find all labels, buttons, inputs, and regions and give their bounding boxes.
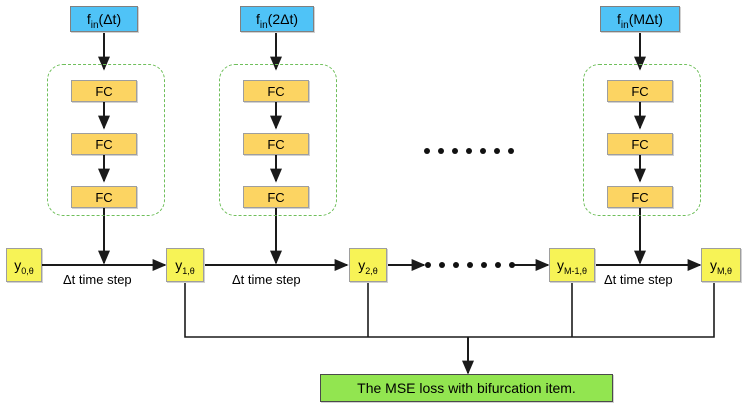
state-box-2[interactable]: y2,θ — [349, 248, 387, 282]
state-label-M: yM,θ — [709, 257, 732, 276]
ellipsis-dot — [438, 148, 444, 154]
fc-group-1 — [47, 64, 165, 216]
ellipsis-dot — [452, 148, 458, 154]
ellipsis-state-row — [425, 262, 515, 268]
fc-label: FC — [631, 83, 649, 99]
mse-loss-label: The MSE loss with bifurcation item. — [357, 380, 576, 396]
fc-box-1-2[interactable]: FC — [71, 133, 137, 155]
input-box-1[interactable]: fin(Δt) — [70, 6, 138, 32]
ellipsis-dot — [494, 148, 500, 154]
state-box-M-1[interactable]: yM-1,θ — [549, 248, 595, 282]
fc-label: FC — [95, 83, 113, 99]
mse-loss-box[interactable]: The MSE loss with bifurcation item. — [320, 374, 613, 402]
ellipsis-dot — [466, 148, 472, 154]
ellipsis-dot — [480, 148, 486, 154]
input-box-M[interactable]: fin(MΔt) — [600, 6, 680, 32]
input-to-group-arrows — [98, 33, 646, 71]
ellipsis-dot — [424, 148, 430, 154]
input-label-M: fin(MΔt) — [617, 11, 663, 31]
state-box-0[interactable]: y0,θ — [6, 248, 42, 282]
input-label-1: fin(Δt) — [86, 11, 122, 31]
ellipsis-dot — [425, 262, 431, 268]
step-label-3: Δt time step — [604, 272, 673, 287]
fc-label: FC — [95, 189, 113, 205]
fc-box-2-1[interactable]: FC — [243, 80, 309, 102]
step-label-2: Δt time step — [232, 272, 301, 287]
ellipsis-fc-row — [424, 148, 514, 154]
fc-box-M-3[interactable]: FC — [607, 186, 673, 208]
fc-internal-arrows — [98, 102, 646, 183]
fc-label: FC — [267, 136, 285, 152]
fc-box-M-2[interactable]: FC — [607, 133, 673, 155]
fc-box-M-1[interactable]: FC — [607, 80, 673, 102]
state-label-2: y2,θ — [358, 257, 378, 276]
ellipsis-dot — [439, 262, 445, 268]
ellipsis-dot — [508, 148, 514, 154]
state-label-1: y1,θ — [175, 257, 195, 276]
fc-label: FC — [267, 83, 285, 99]
fc-box-2-2[interactable]: FC — [243, 133, 309, 155]
fc-group-M — [583, 64, 701, 216]
fc-box-1-1[interactable]: FC — [71, 80, 137, 102]
state-label-0: y0,θ — [14, 257, 34, 276]
input-label-2: fin(2Δt) — [255, 11, 299, 31]
fc-group-2 — [219, 64, 337, 216]
step-label-1: Δt time step — [63, 272, 132, 287]
ellipsis-dot — [481, 262, 487, 268]
state-label-M-1: yM-1,θ — [556, 257, 587, 276]
state-box-1[interactable]: y1,θ — [166, 248, 204, 282]
fc-box-1-3[interactable]: FC — [71, 186, 137, 208]
fc-label: FC — [631, 136, 649, 152]
fc-label: FC — [267, 189, 285, 205]
loss-bus-lines — [184, 283, 715, 338]
state-box-M[interactable]: yM,θ — [701, 248, 741, 282]
fc-box-2-3[interactable]: FC — [243, 186, 309, 208]
ellipsis-dot — [495, 262, 501, 268]
ellipsis-dot — [453, 262, 459, 268]
fc-label: FC — [631, 189, 649, 205]
ellipsis-dot — [467, 262, 473, 268]
ellipsis-dot — [509, 262, 515, 268]
input-box-2[interactable]: fin(2Δt) — [240, 6, 314, 32]
fc-label: FC — [95, 136, 113, 152]
